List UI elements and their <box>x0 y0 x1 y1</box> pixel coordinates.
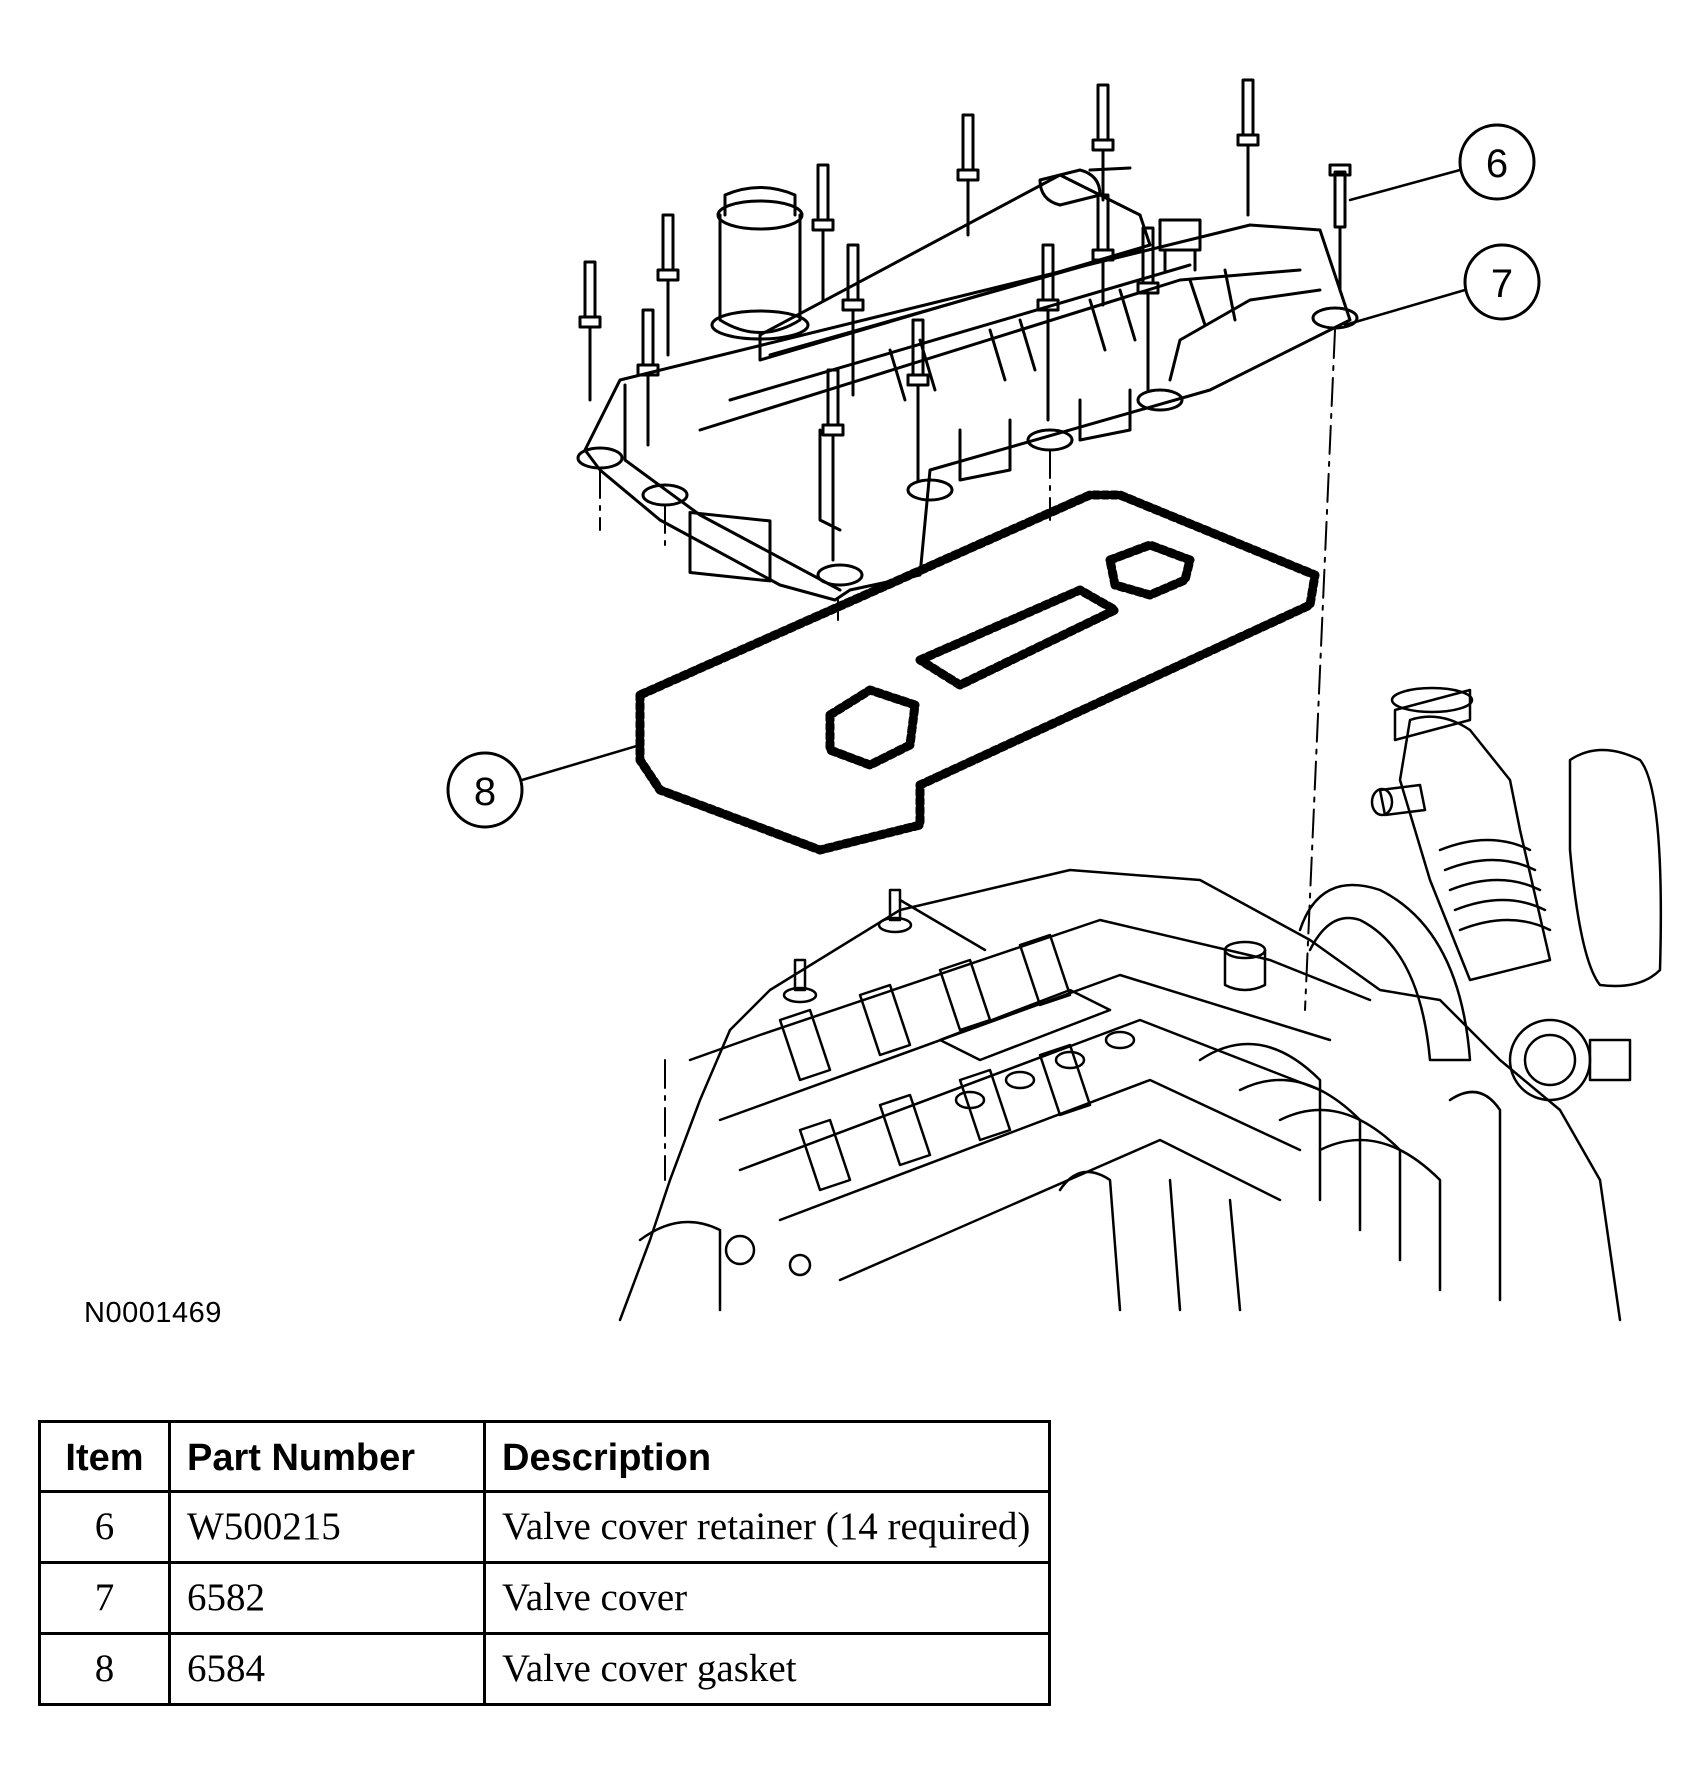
cell-description: Valve cover <box>483 1561 1051 1635</box>
parts-table: Item Part Number Description 6 W500215 V… <box>38 1420 1051 1706</box>
cell-item: 7 <box>38 1561 171 1635</box>
callout-6-label: 6 <box>1486 142 1508 186</box>
cell-item: 6 <box>38 1490 171 1564</box>
callout-6: 6 <box>1348 123 1536 202</box>
retainer-stud <box>578 260 602 402</box>
cell-part-number: W500215 <box>168 1490 486 1564</box>
callout-8-label: 8 <box>474 770 496 814</box>
header-item: Item <box>38 1420 171 1493</box>
retainer-stud <box>1091 193 1115 307</box>
table-row: 7 6582 Valve cover <box>38 1561 1051 1635</box>
retainer-stud <box>656 213 680 357</box>
retainer-stud <box>811 163 835 302</box>
header-part-number: Part Number <box>168 1420 486 1493</box>
cell-part-number: 6582 <box>168 1561 486 1635</box>
retainer-stud <box>636 308 660 447</box>
retainer-stud <box>841 243 865 397</box>
table-header-row: Item Part Number Description <box>38 1420 1051 1493</box>
callout-7-label: 7 <box>1491 262 1513 306</box>
retainer-stud <box>821 368 845 562</box>
callout-8: 8 <box>446 743 642 829</box>
valve-cover-gasket <box>635 490 1320 855</box>
figure-id: N0001469 <box>84 1297 222 1329</box>
valve-cover-retainers <box>578 78 1352 562</box>
table-row: 6 W500215 Valve cover retainer (14 requi… <box>38 1490 1051 1564</box>
retainer-stud <box>906 318 930 482</box>
cell-item: 8 <box>38 1632 171 1706</box>
cell-part-number: 6584 <box>168 1632 486 1706</box>
retainer-stud <box>956 113 980 237</box>
cell-description: Valve cover retainer (14 required) <box>483 1490 1051 1564</box>
retainer-stud <box>1091 83 1115 202</box>
retainer-stud <box>1328 163 1352 292</box>
retainer-stud <box>1136 226 1160 392</box>
retainer-stud <box>1036 243 1060 422</box>
cell-description: Valve cover gasket <box>483 1632 1051 1706</box>
table-row: 8 6584 Valve cover gasket <box>38 1632 1051 1706</box>
header-description: Description <box>483 1420 1051 1493</box>
retainer-stud <box>1236 78 1260 217</box>
exploded-view-illustration: 6 7 8 <box>446 78 1663 1322</box>
engine-assembly <box>618 686 1663 1322</box>
callout-7: 7 <box>1343 243 1541 327</box>
